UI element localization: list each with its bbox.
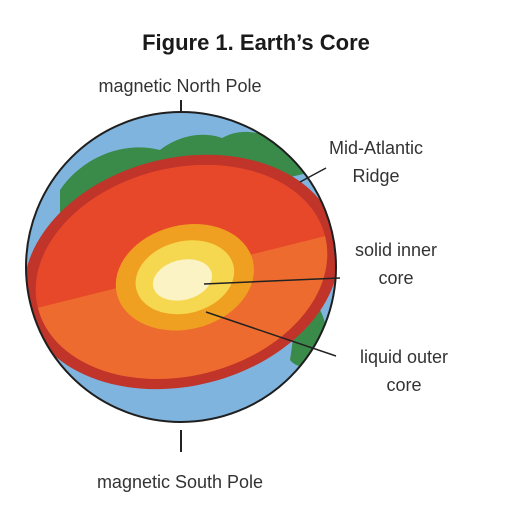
south-pole-label: magnetic South Pole: [96, 472, 264, 492]
outer-core-leader-line: [205, 311, 337, 357]
ridge-label-line2: Ridge: [352, 166, 400, 186]
ridge-label-line1: Mid-Atlantic: [328, 138, 424, 158]
outer-core-label-line1: liquid outer: [359, 347, 449, 367]
inner-core-label: solid inner core: [326, 236, 466, 292]
figure-title: Figure 1. Earth’s Core: [142, 30, 370, 55]
ridge-leader-line: [299, 167, 327, 183]
outer-core-label: liquid outer core: [326, 343, 482, 399]
globe-outline: [25, 111, 337, 423]
inner-core-leader-line: [203, 277, 341, 285]
inner-core-label-line2: core: [378, 268, 414, 288]
inner-core-label-line1: solid inner: [354, 240, 438, 260]
ridge-label: Mid-Atlantic Ridge: [296, 134, 456, 190]
north-pole-label: magnetic North Pole: [98, 76, 262, 96]
outer-core-label-line2: core: [386, 375, 422, 395]
core-center: [152, 259, 212, 301]
